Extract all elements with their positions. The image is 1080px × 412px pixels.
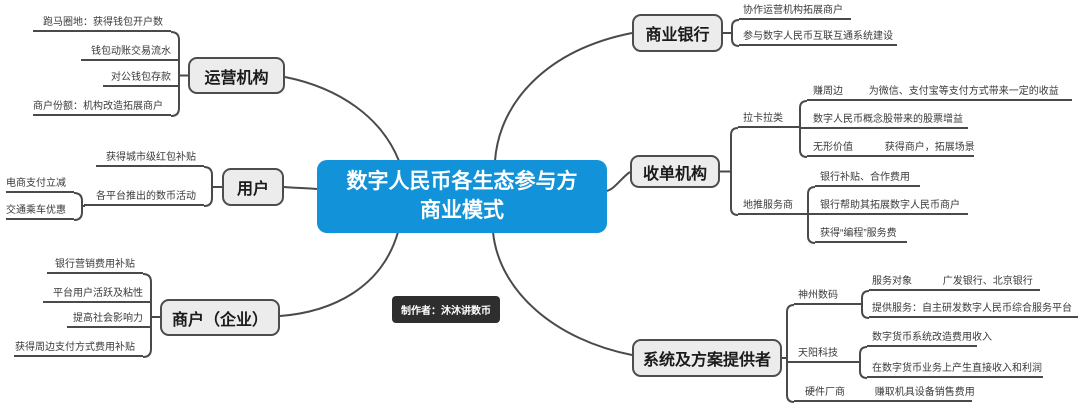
leaf-digitalchina-target-value[interactable]: 广发银行、北京银行 <box>942 276 1033 287</box>
leaf-users-activities[interactable]: 各平台推出的数币活动 <box>84 189 204 206</box>
leaf-merchants-2[interactable]: 平台用户活跃及粘性 <box>43 286 151 303</box>
leaf-lakala-intangible[interactable]: 无形价值 获得商户，拓展场景 <box>807 140 975 157</box>
subnode-digital-china[interactable]: 神州数码 <box>794 288 862 305</box>
leaf-ground-2[interactable]: 银行帮助其拓展数字人民币商户 <box>808 198 968 215</box>
leaf-operators-3[interactable]: 对公钱包存款 <box>103 70 179 87</box>
leaf-lakala-zhuanzhoubian[interactable]: 赚周边 为微信、支付宝等支付方式带来一定的收益 <box>807 84 1072 101</box>
leaf-ground-1[interactable]: 银行补贴、合作费用 <box>815 170 920 187</box>
central-topic[interactable]: 数字人民币各生态参与方 商业模式 <box>317 160 607 233</box>
central-topic-line2: 商业模式 <box>420 198 504 222</box>
leaf-ground-3[interactable]: 获得“编程”服务费 <box>815 226 907 243</box>
branch-node-commercial-banks[interactable]: 商业银行 <box>632 14 723 52</box>
leaf-lakala-zhuanzhoubian-label: 赚周边 <box>813 86 843 97</box>
leaf-banks-1[interactable]: 协作运营机构拓展商户 <box>739 3 851 20</box>
leaf-tianyang-2[interactable]: 在数字货币业务上产生直接收入和利润 <box>867 361 1043 378</box>
branch-node-merchants[interactable]: 商户（企业） <box>160 299 280 336</box>
leaf-users-redpacket[interactable]: 获得城市级红包补贴 <box>96 150 204 167</box>
leaf-banks-2[interactable]: 参与数字人民币互联互通系统建设 <box>739 29 897 46</box>
branch-node-users[interactable]: 用户 <box>222 168 284 206</box>
branch-node-acquirers[interactable]: 收单机构 <box>630 155 720 188</box>
branch-node-operators[interactable]: 运营机构 <box>188 57 285 94</box>
leaf-lakala-stock[interactable]: 数字人民币概念股带来的股票增益 <box>800 112 968 129</box>
leaf-merchants-4[interactable]: 获得周边支付方式费用补贴 <box>14 340 143 357</box>
leaf-hardware-value[interactable]: 赚取机具设备销售费用 <box>874 387 975 398</box>
leaf-lakala-zhuanzhoubian-value[interactable]: 为微信、支付宝等支付方式带来一定的收益 <box>868 86 1059 97</box>
author-badge[interactable]: 制作者：沐沐讲数币 <box>392 296 500 323</box>
leaf-lakala-intangible-label: 无形价值 <box>813 142 853 153</box>
leaf-merchants-1[interactable]: 银行营销费用补贴 <box>47 257 143 274</box>
leaf-digitalchina-target-label: 服务对象 <box>872 276 912 287</box>
leaf-hardware[interactable]: 硬件厂商 赚取机具设备销售费用 <box>794 385 975 402</box>
central-topic-line1: 数字人民币各生态参与方 <box>346 170 578 194</box>
subnode-ground-promoters[interactable]: 地推服务商 <box>738 198 808 215</box>
leaf-users-transit[interactable]: 交通乘车优惠 <box>6 203 74 220</box>
subnode-tianyang[interactable]: 天阳科技 <box>787 346 860 363</box>
subnode-lakala[interactable]: 拉卡拉类 <box>738 111 800 128</box>
branch-node-providers[interactable]: 系统及方案提供者 <box>632 339 782 377</box>
leaf-tianyang-1[interactable]: 数字货币系统改造费用收入 <box>867 330 992 347</box>
leaf-hardware-label: 硬件厂商 <box>805 387 845 398</box>
leaf-operators-1[interactable]: 跑马圈地：获得钱包开户数 <box>33 15 171 32</box>
leaf-users-ecommerce[interactable]: 电商支付立减 <box>6 176 74 193</box>
leaf-digitalchina-target[interactable]: 服务对象 广发银行、北京银行 <box>869 274 1040 291</box>
leaf-operators-4[interactable]: 商户份额：机构改造拓展商户 <box>33 99 171 116</box>
leaf-lakala-intangible-value[interactable]: 获得商户，拓展场景 <box>884 142 975 153</box>
leaf-digitalchina-service[interactable]: 提供服务：自主研发数字人民币综合服务平台 <box>869 301 1078 318</box>
leaf-merchants-3[interactable]: 提高社会影响力 <box>67 311 151 328</box>
leaf-operators-2[interactable]: 钱包动账交易流水 <box>81 44 179 61</box>
